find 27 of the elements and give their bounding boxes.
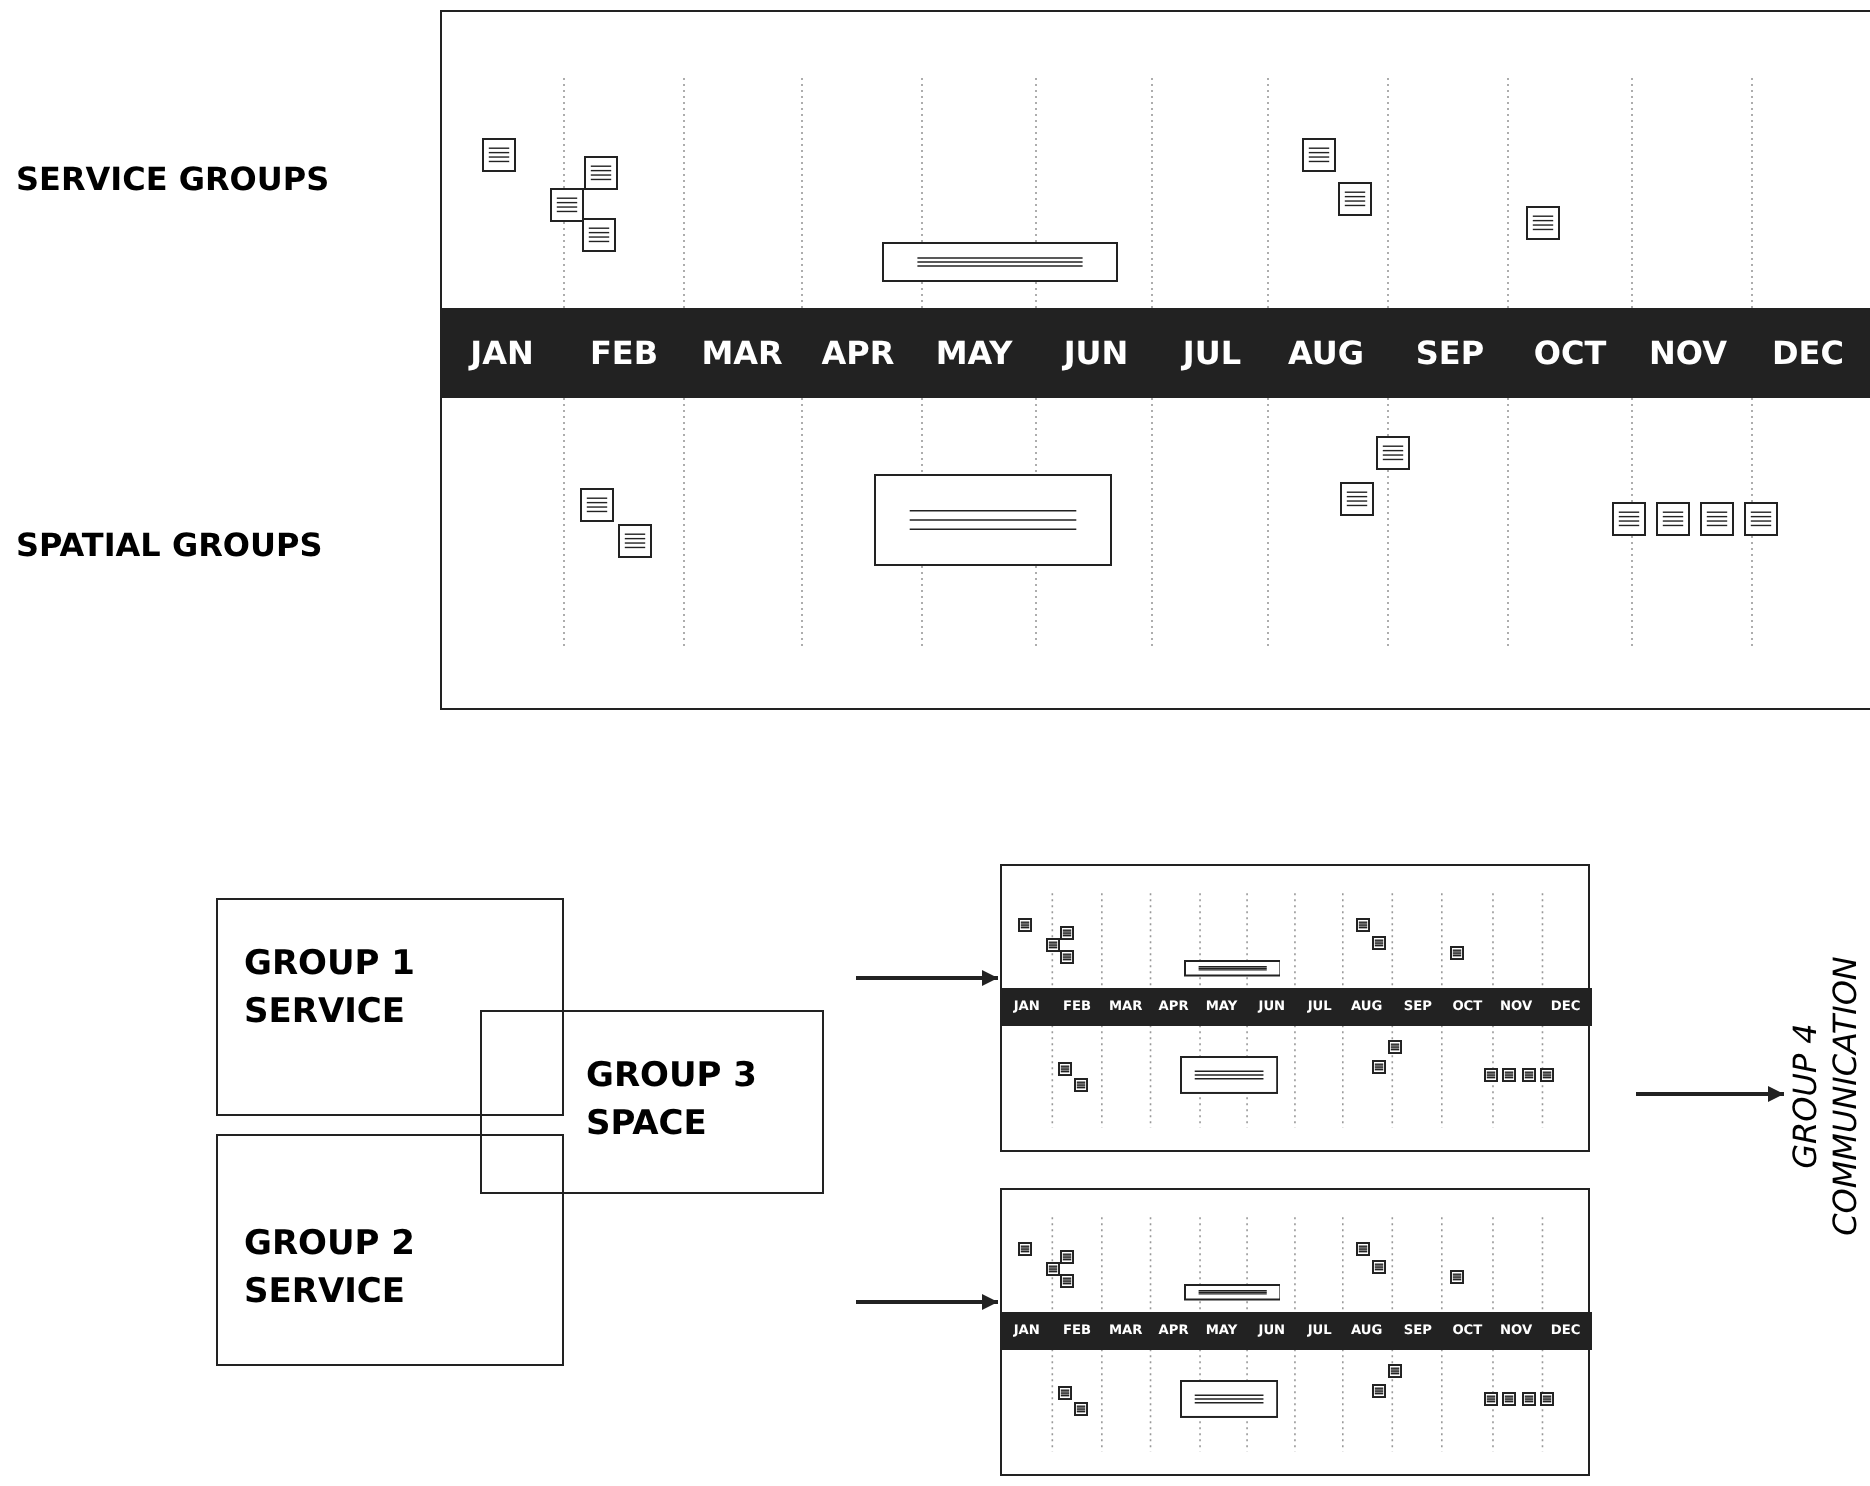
group-box <box>216 1134 564 1366</box>
row-label: SERVICE GROUPS <box>16 160 330 198</box>
month-label: MAY <box>933 332 1015 376</box>
row-label: SPATIAL GROUPS <box>16 526 323 564</box>
month-label: JAN <box>466 332 536 376</box>
group-label: GROUP 1 SERVICE <box>244 942 418 1036</box>
month-label: APR <box>819 332 897 376</box>
month-label: JUL <box>1179 332 1244 376</box>
month-band <box>1002 988 1592 1026</box>
month-label: FEB <box>587 332 661 376</box>
arrow <box>856 1294 998 1310</box>
month-band <box>1002 1312 1592 1350</box>
month-label: SEP <box>1413 332 1487 376</box>
month-label: JUN <box>1060 332 1131 376</box>
month-label: OCT <box>1531 332 1609 376</box>
month-label: MAR <box>699 332 785 376</box>
month-label: DEC <box>1770 332 1846 376</box>
group-label: GROUP 2 SERVICE <box>244 1222 418 1316</box>
arrow <box>1636 1086 1784 1102</box>
rotated-label: GROUP 4 COMMUNICATION <box>1786 946 1866 1246</box>
group-box <box>480 1010 824 1194</box>
group-label: GROUP 3 SPACE <box>586 1054 760 1148</box>
arrow <box>856 970 998 986</box>
month-label: NOV <box>1647 332 1729 376</box>
group-box <box>216 898 564 1116</box>
month-label: AUG <box>1285 332 1366 376</box>
month-band <box>442 308 1870 398</box>
